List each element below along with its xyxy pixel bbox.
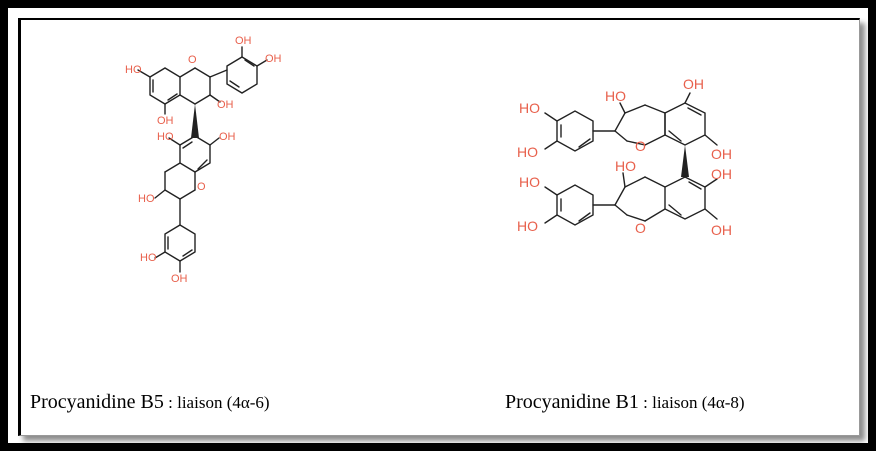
atom-label: OH	[683, 76, 704, 92]
atom-label: OH	[157, 115, 174, 127]
atom-label: HO	[517, 218, 538, 234]
atom-label: OH	[217, 99, 234, 111]
caption-procyanidine-b1: Procyanidine B1 : liaison (4α-8)	[505, 391, 745, 414]
caption-linkage: liaison (4α-8)	[652, 393, 745, 412]
atom-label: OH	[711, 146, 732, 162]
atom-label: OH	[171, 273, 188, 285]
caption-separator: :	[638, 393, 653, 412]
caption-linkage: liaison (4α-6)	[177, 393, 270, 412]
atom-label: HO	[519, 174, 540, 190]
figure-panel	[18, 18, 860, 436]
atom-label: OH	[711, 222, 732, 238]
atom-label: O	[635, 220, 646, 236]
atom-label: HO	[140, 252, 157, 264]
caption-compound-name: Procyanidine B1	[505, 391, 639, 413]
atom-label: HO	[138, 193, 155, 205]
atom-label: O	[197, 181, 206, 193]
atom-label: HO	[615, 158, 636, 174]
atom-label: OH	[235, 35, 252, 47]
atom-label: O	[188, 54, 197, 66]
caption-compound-name: Procyanidine B5	[30, 391, 164, 413]
atom-label: OH	[219, 131, 236, 143]
atom-label: HO	[517, 144, 538, 160]
procyanidine-b1-structure: HO HO HO O OH OH HO OH HO HO O OH	[517, 76, 732, 238]
procyanidine-b5-structure: HO O OH OH OH OH HO OH O HO HO OH	[125, 35, 282, 285]
atom-label: HO	[157, 131, 174, 143]
atom-label: HO	[125, 64, 142, 76]
atom-label: HO	[605, 88, 626, 104]
caption-procyanidine-b5: Procyanidine B5 : liaison (4α-6)	[30, 391, 270, 414]
atom-label: OH	[711, 166, 732, 182]
atom-label: OH	[265, 53, 282, 65]
caption-separator: :	[163, 393, 178, 412]
atom-label: O	[635, 138, 646, 154]
atom-label: HO	[519, 100, 540, 116]
